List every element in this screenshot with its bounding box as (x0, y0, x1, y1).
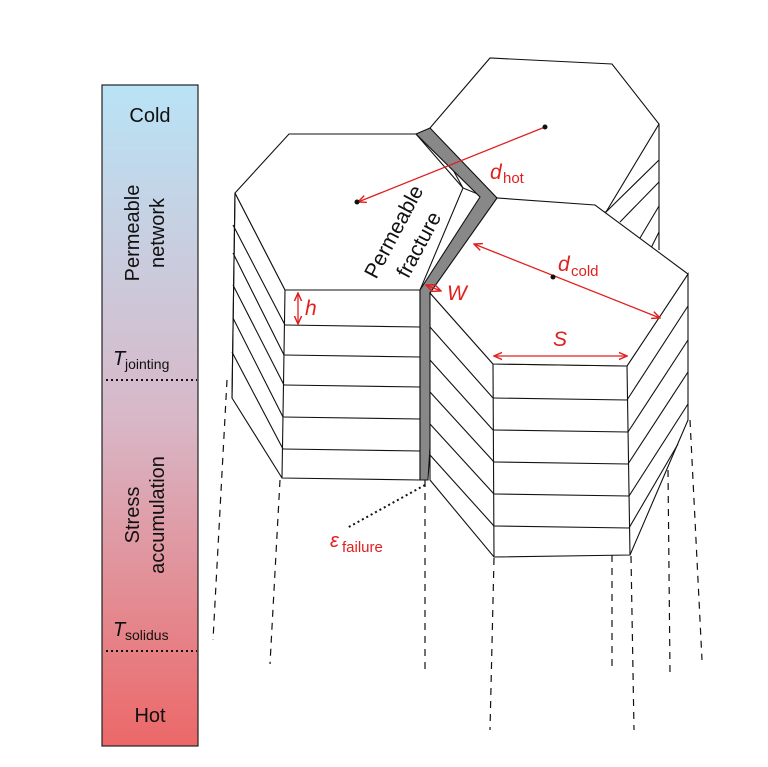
colorbar-hot-label: Hot (134, 705, 166, 727)
eps-failure-leader (346, 484, 426, 529)
temperature-colorbar: Cold Permeable network T jointing Stress… (101, 84, 199, 747)
colorbar-cold-label: Cold (129, 105, 170, 127)
d-cold-subscript: cold (571, 263, 599, 280)
d-hot-center-left (354, 199, 360, 205)
d-hot-arrow (358, 126, 546, 202)
colorbar-lower-zone-line2: accumulation (147, 456, 169, 574)
d-cold-arrow (474, 244, 660, 318)
t-solidus-subscript: solidus (125, 627, 169, 643)
permeable-fracture-gap (415, 127, 498, 481)
eps-failure-subscript: failure (342, 539, 383, 556)
colorbar-upper-zone-line1: Permeable (122, 185, 144, 282)
d-hot-symbol: d (490, 161, 503, 184)
d-cold-center (550, 274, 556, 280)
t-jointing-symbol: T (113, 348, 127, 370)
d-cold-symbol: d (558, 253, 571, 276)
spacing-label: S (553, 328, 567, 351)
colorbar-rect (101, 84, 199, 747)
d-hot-subscript: hot (503, 170, 525, 187)
left-column (231, 133, 464, 481)
front-column (429, 197, 689, 558)
width-arrow (426, 285, 441, 291)
t-jointing-subscript: jointing (124, 356, 169, 372)
dashed-extensions (212, 379, 703, 731)
t-solidus-symbol: T (113, 619, 127, 641)
width-label: W (447, 282, 469, 305)
colorbar-upper-zone-line2: network (147, 197, 169, 268)
colorbar-lower-zone-line1: Stress (122, 487, 144, 544)
d-hot-center-right (542, 124, 548, 130)
back-column (429, 57, 660, 251)
eps-failure-symbol: ε (330, 530, 340, 552)
height-label: h (305, 297, 317, 320)
